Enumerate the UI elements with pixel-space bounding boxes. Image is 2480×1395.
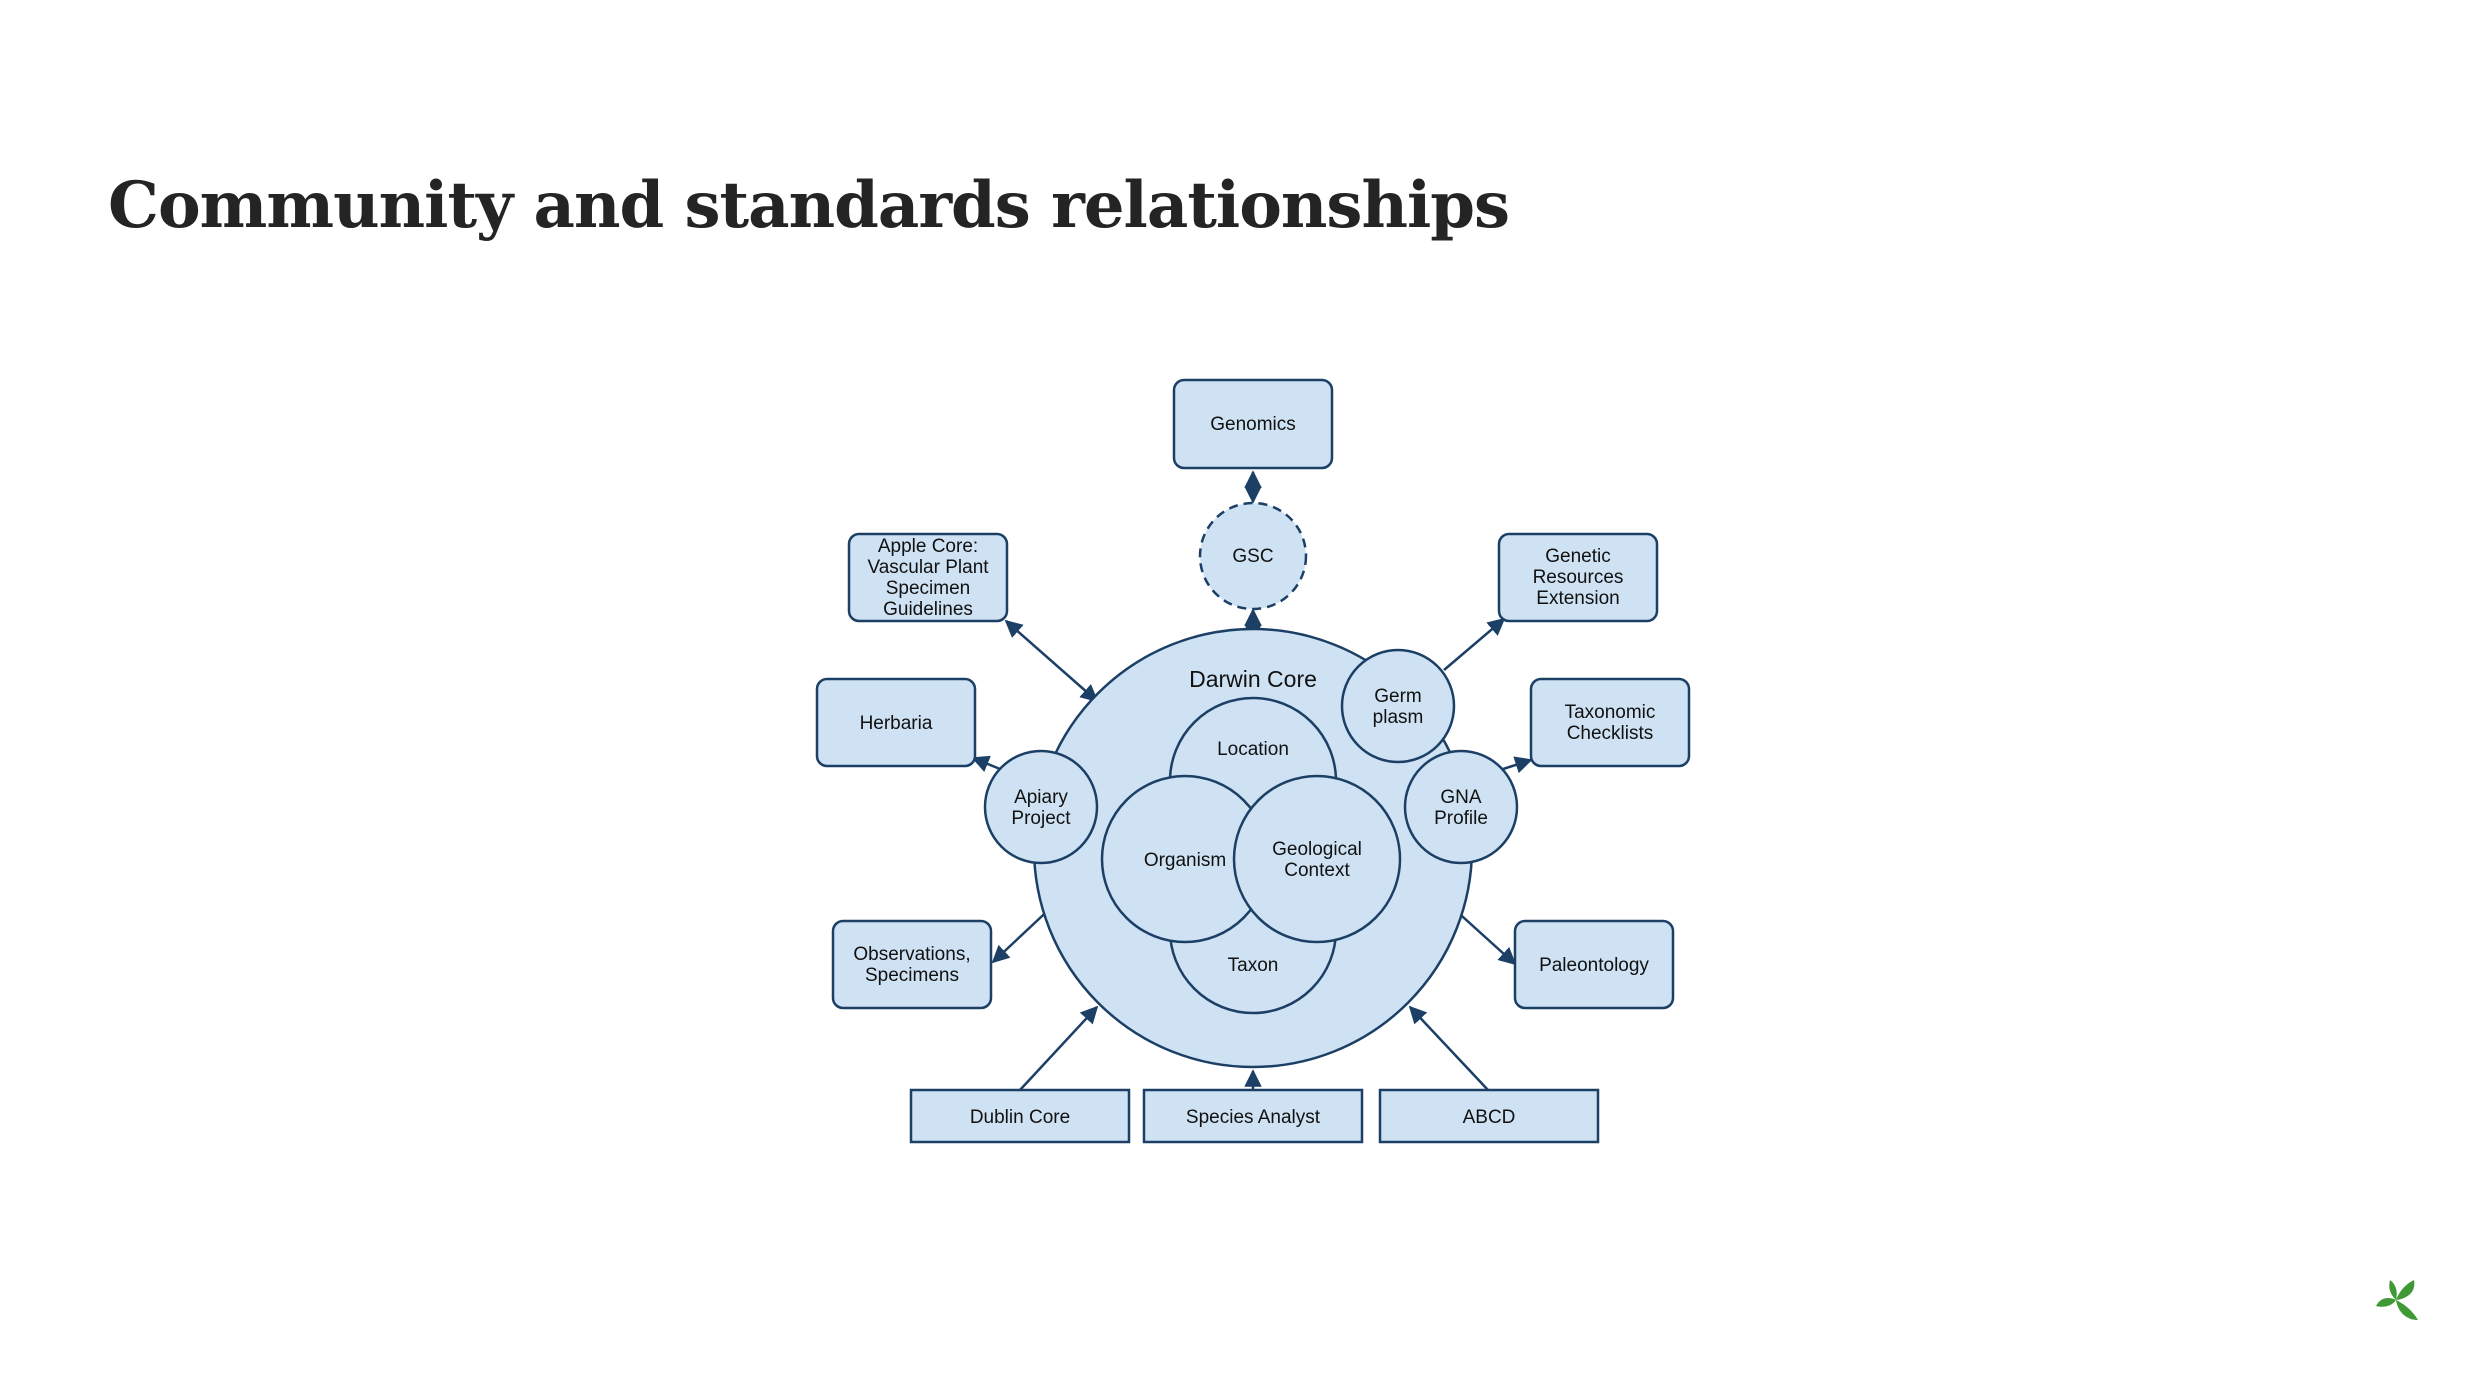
standard-boxes: Dublin Core Species Analyst ABCD (909, 1088, 1600, 1144)
herbaria-box: Herbaria (815, 677, 977, 768)
apiary-project-label-line-2: Project (1011, 808, 1071, 829)
taxonomic-checklists-box: Taxonomic Checklists (1529, 677, 1691, 768)
gna-profile-node: GNA Profile (1403, 749, 1519, 865)
observations-specimens-box: Observations, Specimens (831, 919, 993, 1010)
dublin-core-box: Dublin Core (909, 1088, 1131, 1144)
paleontology-label: Paleontology (1539, 955, 1649, 976)
abcd-label: ABCD (1463, 1107, 1516, 1128)
apple-core-label-line-4: Guidelines (883, 599, 973, 620)
taxon-label: Taxon (1228, 955, 1279, 976)
leaf-sprout-icon (2376, 1280, 2418, 1320)
observations-label-line-2: Specimens (865, 965, 959, 986)
observations-label-line-1: Observations, (853, 944, 970, 965)
arrow-abcd-darwin-core (1408, 1005, 1489, 1091)
darwin-core-label: Darwin Core (1189, 666, 1317, 692)
germ-plasm-label-line-1: Germ (1374, 686, 1422, 707)
species-analyst-label: Species Analyst (1186, 1107, 1321, 1128)
taxonomic-checklists-label-line-1: Taxonomic (1565, 702, 1656, 723)
community-boxes: Genomics Apple Core: Vascular Plant Spec… (815, 378, 1691, 1010)
arrow-darwin-core-apple-core (1004, 619, 1099, 703)
apiary-project-node: Apiary Project (983, 749, 1099, 865)
apple-core-label-line-3: Specimen (886, 578, 971, 599)
genetic-resources-label-line-2: Resources (1533, 567, 1624, 588)
gna-profile-label-line-2: Profile (1434, 808, 1488, 829)
apiary-project-label-line-1: Apiary (1014, 787, 1068, 808)
genetic-resources-box: Genetic Resources Extension (1497, 532, 1659, 623)
dublin-core-label: Dublin Core (970, 1107, 1070, 1128)
gna-profile-label-line-1: GNA (1440, 787, 1482, 808)
arrow-gna-taxonomic-checklists (1499, 756, 1533, 774)
species-analyst-box: Species Analyst (1142, 1088, 1364, 1144)
gsc-node: GSC (1198, 501, 1308, 611)
geological-context-label-line-1: Geological (1272, 839, 1362, 860)
apple-core-label-line-1: Apple Core: (878, 536, 978, 557)
abcd-box: ABCD (1378, 1088, 1600, 1144)
gsc-label: GSC (1232, 546, 1273, 567)
taxonomic-checklists-label-line-2: Checklists (1567, 723, 1654, 744)
organism-node: Organism (1100, 774, 1270, 944)
arrow-dublin-core-darwin-core (1019, 1005, 1099, 1091)
germ-plasm-label-line-2: plasm (1373, 707, 1424, 728)
slide-title: Community and standards relationships (108, 168, 1510, 243)
apple-core-box: Apple Core: Vascular Plant Specimen Guid… (847, 532, 1009, 623)
core-terms: Location Taxon Organism Geological Conte… (1100, 696, 1402, 1015)
herbaria-label: Herbaria (860, 713, 933, 734)
genomics-box: Genomics (1172, 378, 1334, 470)
paleontology-box: Paleontology (1513, 919, 1675, 1010)
organism-label: Organism (1144, 850, 1226, 871)
geological-context-node: Geological Context (1232, 774, 1402, 944)
genetic-resources-label-line-3: Extension (1536, 588, 1619, 609)
germ-plasm-node: Germ plasm (1340, 648, 1456, 764)
apple-core-label-line-2: Vascular Plant (867, 557, 989, 578)
arrow-germ-plasm-genetic-resources (1443, 617, 1506, 671)
geological-context-label-line-2: Context (1284, 860, 1350, 881)
genetic-resources-label-line-1: Genetic (1545, 546, 1610, 567)
location-label: Location (1217, 739, 1289, 760)
genomics-label: Genomics (1210, 414, 1296, 435)
